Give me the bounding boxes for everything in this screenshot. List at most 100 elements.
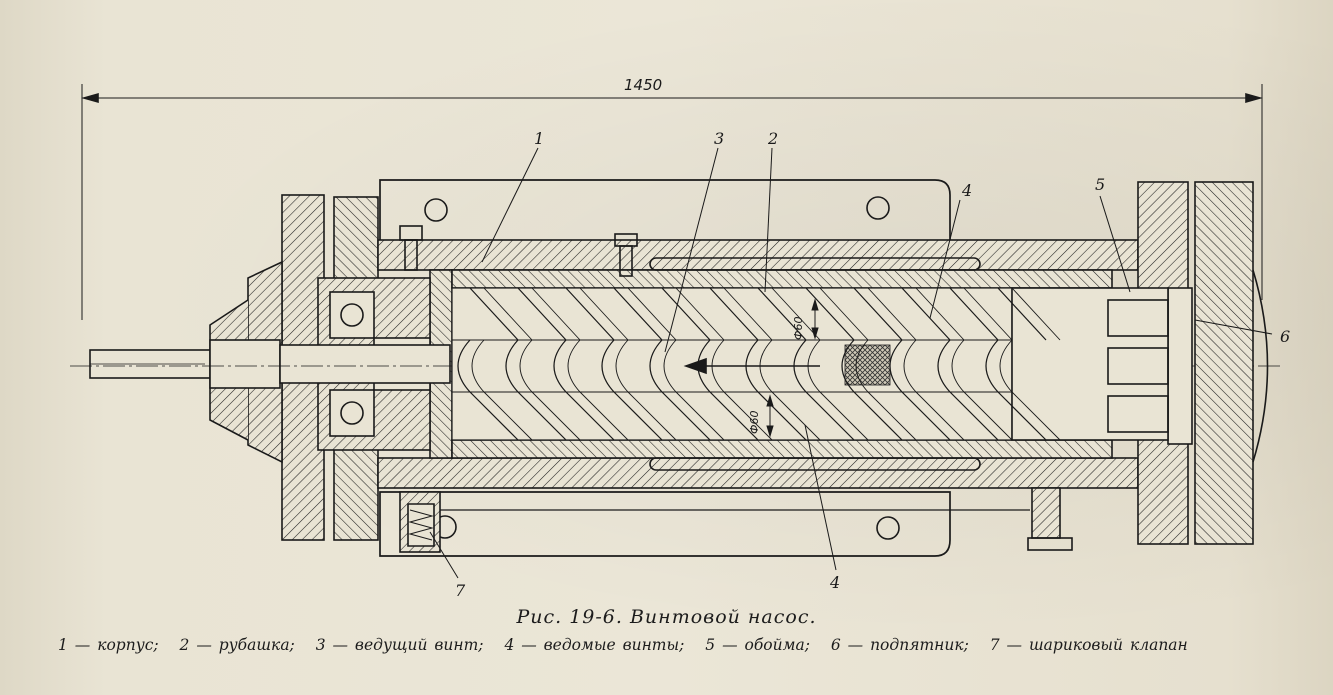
mounting-bracket — [379, 179, 951, 557]
thread-curve — [469, 287, 519, 341]
thread-curve — [649, 339, 663, 393]
pump-body — [377, 239, 1139, 489]
thread-curve — [711, 339, 725, 393]
thread-curve — [723, 391, 773, 441]
thread-curve — [517, 391, 567, 441]
thread-curve — [709, 391, 759, 441]
thread-curve — [841, 339, 855, 393]
thread-curve — [745, 339, 759, 393]
thread-curve — [901, 287, 951, 341]
thread-curve — [985, 339, 999, 393]
callout-6: 6 — [1280, 327, 1290, 346]
screw-thread-band — [469, 287, 1061, 341]
screw-thread-band — [457, 339, 1013, 393]
thread-curve — [963, 391, 1013, 441]
callout-2: 2 — [767, 129, 778, 148]
screw-pump-drawing: 1450 Ф60 Ф60 1 3 2 4 5 6 4 7 — [70, 76, 1290, 600]
thread-curve — [615, 339, 629, 393]
thread-curve — [805, 287, 855, 341]
thread-curve — [531, 287, 581, 341]
thread-curve — [949, 391, 999, 441]
overall-dimension — [81, 84, 1263, 320]
leader-lines — [429, 147, 1273, 579]
screw-thread-band — [469, 391, 1061, 441]
thread-curve — [889, 339, 903, 393]
thread-curve — [805, 391, 855, 441]
legend-item-drive-screw: 3 — ведущий винт; — [315, 636, 484, 654]
thread-curve — [565, 287, 615, 341]
overall-dimension-label: 1450 — [624, 76, 662, 94]
thread-curve — [531, 391, 581, 441]
thread-curve — [471, 339, 485, 393]
thread-curve — [675, 287, 725, 341]
thread-curve — [663, 339, 677, 393]
thread-curve — [627, 391, 677, 441]
thread-curve — [997, 391, 1047, 441]
thread-curve — [915, 391, 965, 441]
callout-5: 5 — [1095, 175, 1105, 194]
thread-curve — [723, 287, 773, 341]
thread-curve — [601, 339, 615, 393]
drive-shaft — [89, 339, 451, 389]
thread-curve — [1011, 287, 1061, 341]
thread-curve — [519, 339, 533, 393]
thread-curve — [867, 287, 917, 341]
thread-curve — [697, 339, 711, 393]
thread-curve — [757, 391, 807, 441]
thread-curve — [613, 287, 663, 341]
thread-curve — [853, 287, 903, 341]
thread-curve — [999, 339, 1013, 393]
thread-curve — [579, 287, 629, 341]
callout-1: 1 — [534, 129, 544, 148]
thread-curve — [661, 287, 711, 341]
thread-curve — [937, 339, 951, 393]
figure-legend: 1 — корпус; 2 — рубашка; 3 — ведущий вин… — [58, 636, 1318, 654]
thread-curve — [627, 287, 677, 341]
legend-item-jacket: 2 — рубашка; — [179, 636, 295, 654]
thread-curve — [807, 339, 821, 393]
thread-curve — [483, 287, 533, 341]
thread-curve — [457, 339, 471, 393]
legend-item-body: 1 — корпус; — [58, 636, 159, 654]
callout-4-bottom: 4 — [829, 573, 840, 592]
thread-curve — [771, 287, 821, 341]
thread-curve — [757, 287, 807, 341]
top-bolts — [399, 225, 638, 277]
thread-curve — [469, 391, 519, 441]
thread-curve — [759, 339, 773, 393]
thread-curve — [997, 287, 1047, 341]
thread-curve — [771, 391, 821, 441]
thread-curve — [819, 391, 869, 441]
thread-curve — [661, 391, 711, 441]
jacket-sleeve — [451, 257, 1113, 471]
thread-curve — [903, 339, 917, 393]
legend-item-ball-valve: 7 — шариковый клапан — [989, 636, 1188, 654]
thread-curve — [613, 391, 663, 441]
thread-curve — [853, 391, 903, 441]
callout-3: 3 — [714, 129, 724, 148]
bore-dimension-top: Ф60 — [792, 317, 805, 340]
thread-curve — [951, 339, 965, 393]
bore-dimension-marks — [766, 298, 819, 438]
callout-7: 7 — [455, 581, 466, 600]
callout-4-top: 4 — [961, 181, 972, 200]
thread-curve — [793, 339, 807, 393]
ball-valve — [399, 487, 1073, 553]
thread-curve — [565, 391, 615, 441]
thread-curve — [709, 287, 759, 341]
thread-curve — [963, 287, 1013, 341]
thread-curve — [855, 339, 869, 393]
thread-curve — [483, 391, 533, 441]
thread-curve — [867, 391, 917, 441]
thread-curve — [675, 391, 725, 441]
sleeve-cage — [1011, 287, 1169, 441]
rotor-mesh-section — [844, 344, 891, 386]
legend-item-driven-screws: 4 — ведомые винты; — [504, 636, 685, 654]
thread-curve — [949, 287, 999, 341]
legend-item-cage: 5 — обойма; — [705, 636, 810, 654]
thread-curve — [579, 391, 629, 441]
thread-curve — [901, 391, 951, 441]
thread-curve — [505, 339, 519, 393]
figure-caption: Рис. 19-6. Винтовой насос. — [516, 606, 817, 628]
legend-item-thrust-bearing: 6 — подпятник; — [830, 636, 969, 654]
